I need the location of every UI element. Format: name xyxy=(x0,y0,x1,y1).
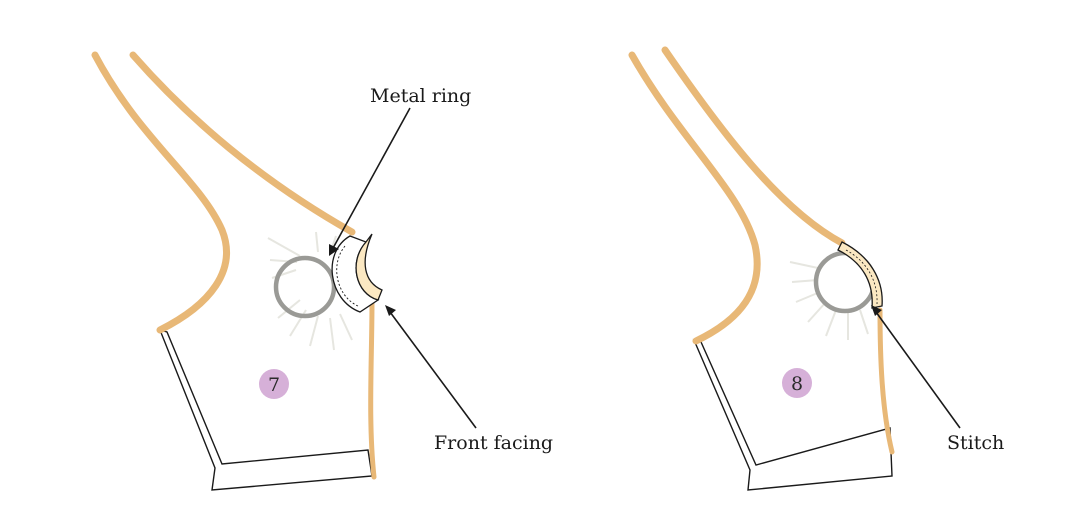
arrow-stitch xyxy=(875,311,961,429)
arrowhead-stitch xyxy=(871,305,882,316)
arrowhead-metal-ring xyxy=(329,244,339,256)
arrow-front-facing xyxy=(389,311,477,429)
center-front-binding-right xyxy=(877,307,895,455)
panel-step-7: 7 Metal ring Front facing xyxy=(91,51,553,491)
stitched-facing xyxy=(837,241,883,309)
fabric-gathers-right xyxy=(789,261,869,340)
step-number-7: 7 xyxy=(268,374,280,396)
step-badge-7 xyxy=(259,369,289,399)
inner-strap-right xyxy=(661,46,846,247)
label-front-facing: Front facing xyxy=(434,432,553,454)
center-front-binding-left xyxy=(368,297,377,480)
label-metal-ring: Metal ring xyxy=(370,85,471,107)
garment-outline-right xyxy=(692,338,893,491)
outer-strap-right xyxy=(628,51,761,345)
inner-strap-left xyxy=(129,51,356,236)
garment-outline-left xyxy=(158,328,373,491)
stitch-line xyxy=(845,249,878,305)
metal-ring-left xyxy=(273,255,337,319)
front-facing-piece xyxy=(331,233,383,313)
step-number-8: 8 xyxy=(791,373,803,395)
label-stitch: Stitch xyxy=(947,432,1004,454)
panel-step-8: 8 Stitch xyxy=(628,46,1004,491)
outer-strap-left xyxy=(91,51,230,334)
step-badge-8 xyxy=(782,368,812,398)
arrow-metal-ring xyxy=(331,107,411,251)
arrowhead-front-facing xyxy=(385,305,396,316)
